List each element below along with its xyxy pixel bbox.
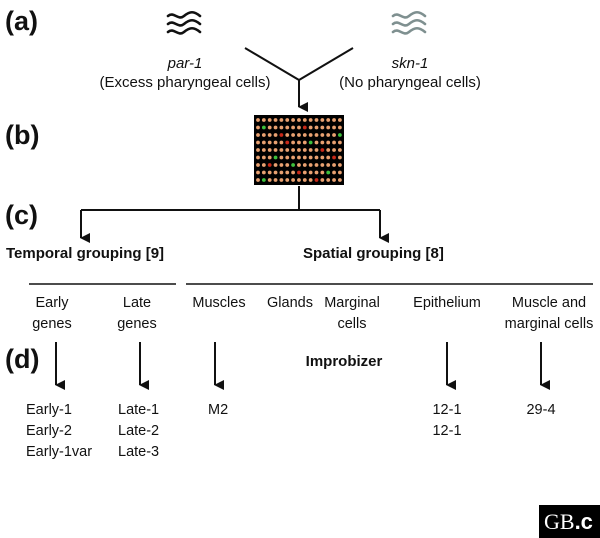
merge-line-right xyxy=(298,47,354,81)
results-muscles: M2 xyxy=(208,402,229,418)
mutant-desc-par1: (Excess pharyngeal cells) xyxy=(99,74,271,91)
method-label: Improbizer xyxy=(305,353,383,370)
results-late: Late-1 Late-2 Late-3 xyxy=(118,402,160,460)
temporal-grouping-title: Temporal grouping [9] xyxy=(6,245,165,262)
panel-label-c: (c) xyxy=(5,200,38,230)
panel-label-a: (a) xyxy=(5,6,38,36)
worm-icon-par1 xyxy=(166,10,202,35)
mutant-name-par1: par-1 xyxy=(167,55,203,72)
panel-label-b: (b) xyxy=(5,120,40,150)
panel-label-d: (d) xyxy=(5,344,40,374)
mutant-name-skn1: skn-1 xyxy=(391,55,429,72)
mutant-desc-skn1: (No pharyngeal cells) xyxy=(339,74,481,91)
merge-line-left xyxy=(244,47,300,81)
results-epithelium: 12-1 12-1 xyxy=(432,402,462,439)
microarray-image xyxy=(254,115,344,185)
journal-logo: GB.c xyxy=(539,505,600,538)
worm-icon-skn1 xyxy=(391,10,427,35)
category-glands: Glands xyxy=(267,295,313,311)
results-early: Early-1 Early-2 Early-1var xyxy=(26,402,93,460)
results-muscle-marginal: 29-4 xyxy=(526,402,556,418)
spatial-grouping-title: Spatial grouping [8] xyxy=(303,245,444,262)
category-muscles: Muscles xyxy=(192,295,246,311)
category-epithelium: Epithelium xyxy=(413,295,481,311)
